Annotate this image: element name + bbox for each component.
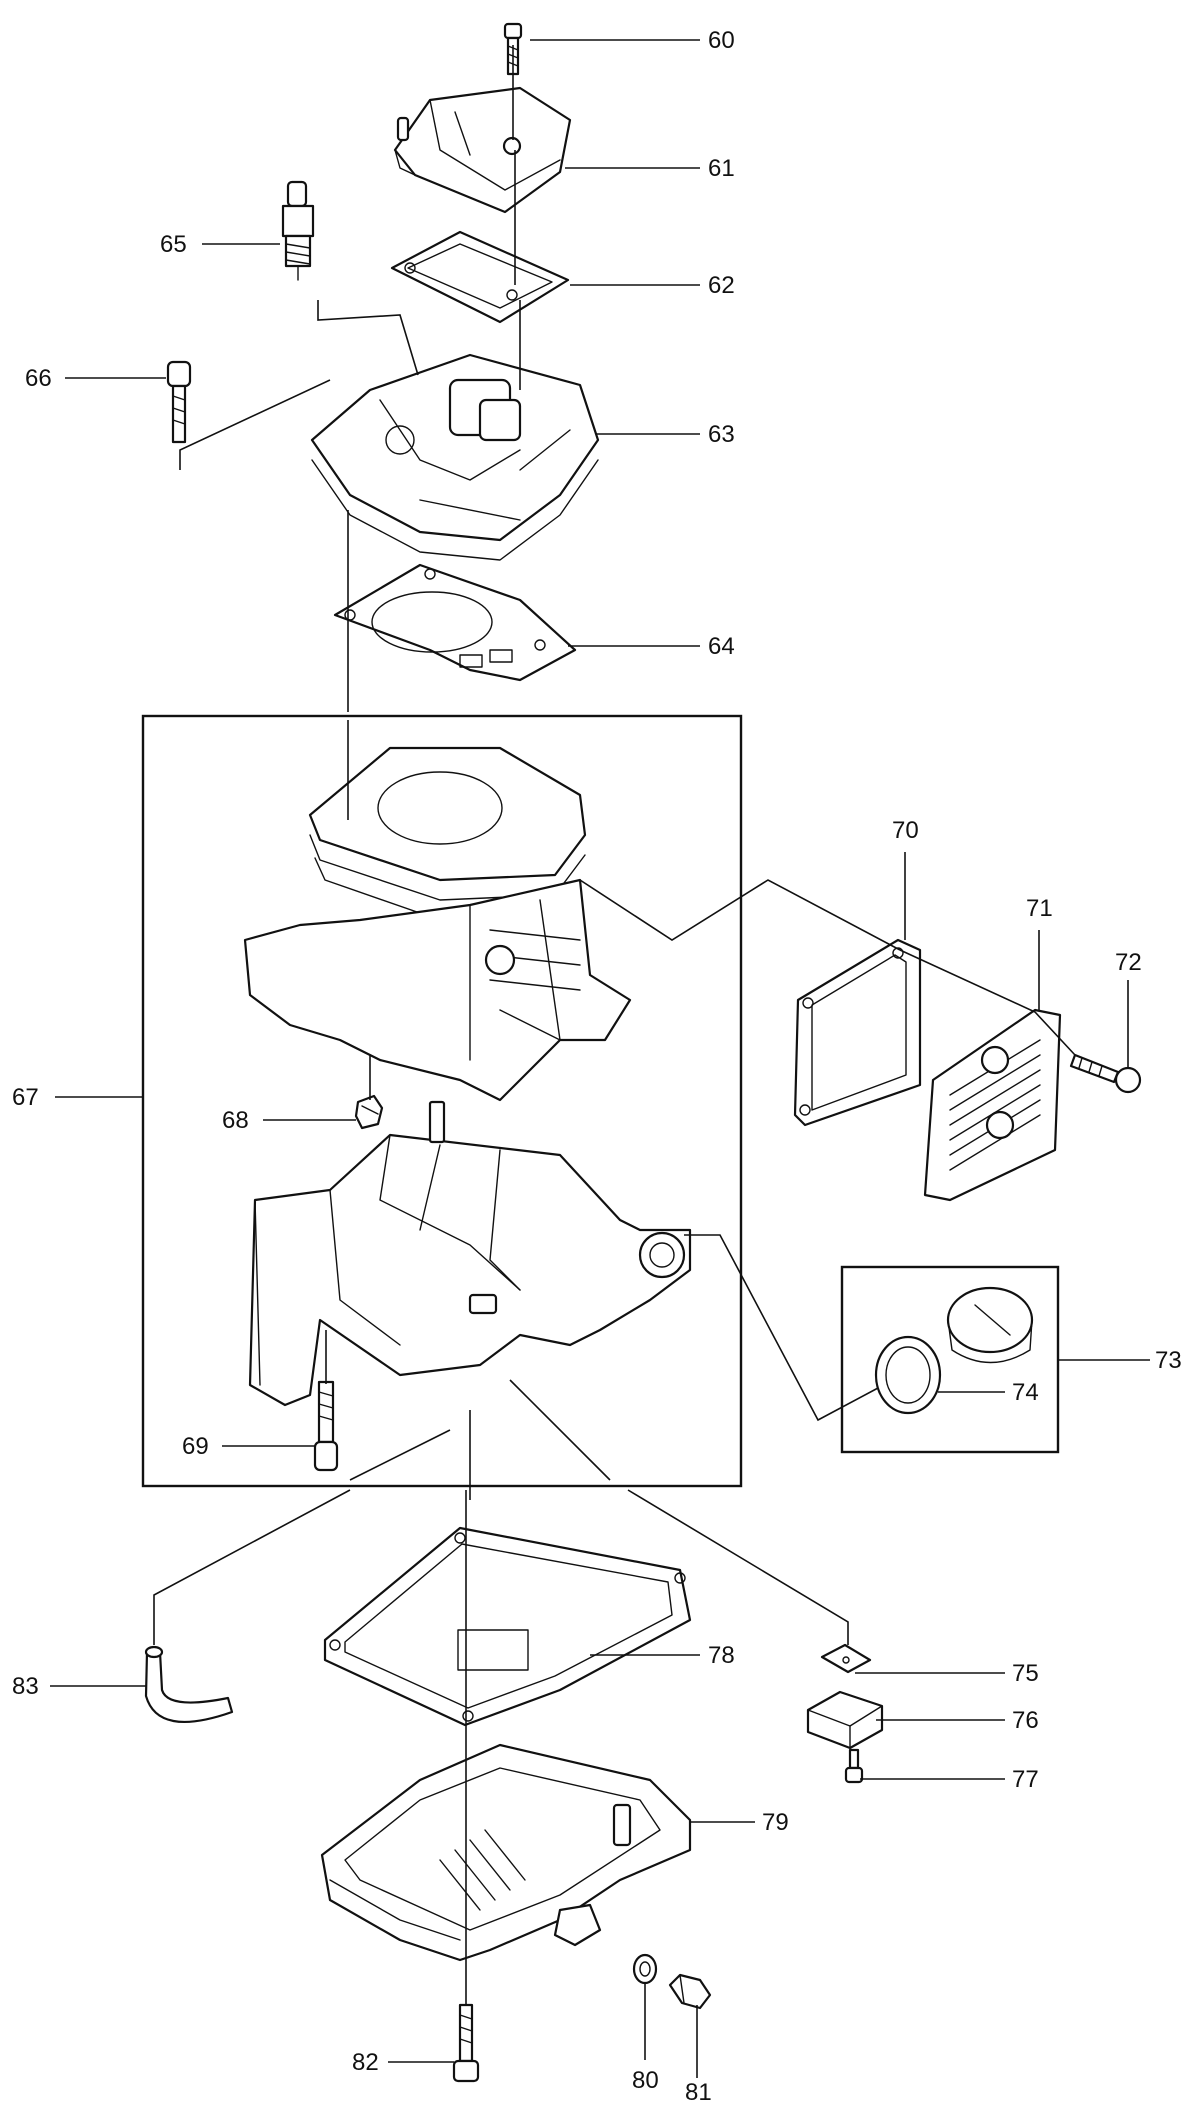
part-82-bolt (452, 2003, 480, 2083)
label-69: 69 (182, 1433, 209, 1460)
label-70: 70 (892, 817, 919, 844)
leader-lines (50, 39, 1150, 2078)
label-83: 83 (12, 1673, 39, 1700)
label-66: 66 (25, 365, 52, 392)
label-61: 61 (708, 155, 735, 182)
label-77: 77 (1012, 1766, 1039, 1793)
part-64-head-gasket (333, 563, 577, 682)
label-82: 82 (352, 2049, 379, 2076)
part-62-gasket (390, 230, 570, 324)
part-67-cylinder-block (243, 746, 632, 1102)
label-67: 67 (12, 1084, 39, 1111)
oil-cap-assembly-frame (840, 1265, 1060, 1454)
part-83-hose (144, 1645, 234, 1724)
part-81-drain-plug (668, 1973, 712, 2010)
part-72-screw (1069, 1053, 1142, 1094)
label-80: 80 (632, 2067, 659, 2094)
part-74-seal-ring (874, 1335, 942, 1415)
part-73-oil-cap (946, 1286, 1034, 1364)
part-67-crankcase (248, 1100, 692, 1407)
label-73: 73 (1155, 1347, 1182, 1374)
part-66-bolt (166, 360, 192, 444)
part-61-rocker-cover (393, 86, 572, 214)
label-78: 78 (708, 1642, 735, 1669)
part-65-spark-plug (281, 180, 315, 281)
label-68: 68 (222, 1107, 249, 1134)
part-63-cylinder-head (310, 353, 600, 561)
part-79-oil-pan (320, 1743, 692, 1962)
label-72: 72 (1115, 949, 1142, 976)
part-80-washer (632, 1953, 658, 1985)
label-74: 74 (1012, 1379, 1039, 1406)
label-71: 71 (1026, 895, 1053, 922)
part-77-screw (844, 1748, 864, 1784)
cylinder-assembly-frame (141, 714, 743, 1488)
label-79: 79 (762, 1809, 789, 1836)
part-70-side-gasket (793, 938, 922, 1127)
label-65: 65 (160, 231, 187, 258)
part-78-oil-pan-gasket (323, 1526, 692, 1727)
label-76: 76 (1012, 1707, 1039, 1734)
part-75-plate (820, 1643, 872, 1674)
label-64: 64 (708, 633, 735, 660)
label-75: 75 (1012, 1660, 1039, 1687)
label-60: 60 (708, 27, 735, 54)
part-69-bolt (313, 1380, 339, 1472)
part-68-valve (354, 1094, 384, 1130)
part-71-side-cover (923, 1008, 1062, 1202)
part-76-damper (806, 1690, 884, 1750)
label-62: 62 (708, 272, 735, 299)
label-63: 63 (708, 421, 735, 448)
label-81: 81 (685, 2079, 712, 2103)
